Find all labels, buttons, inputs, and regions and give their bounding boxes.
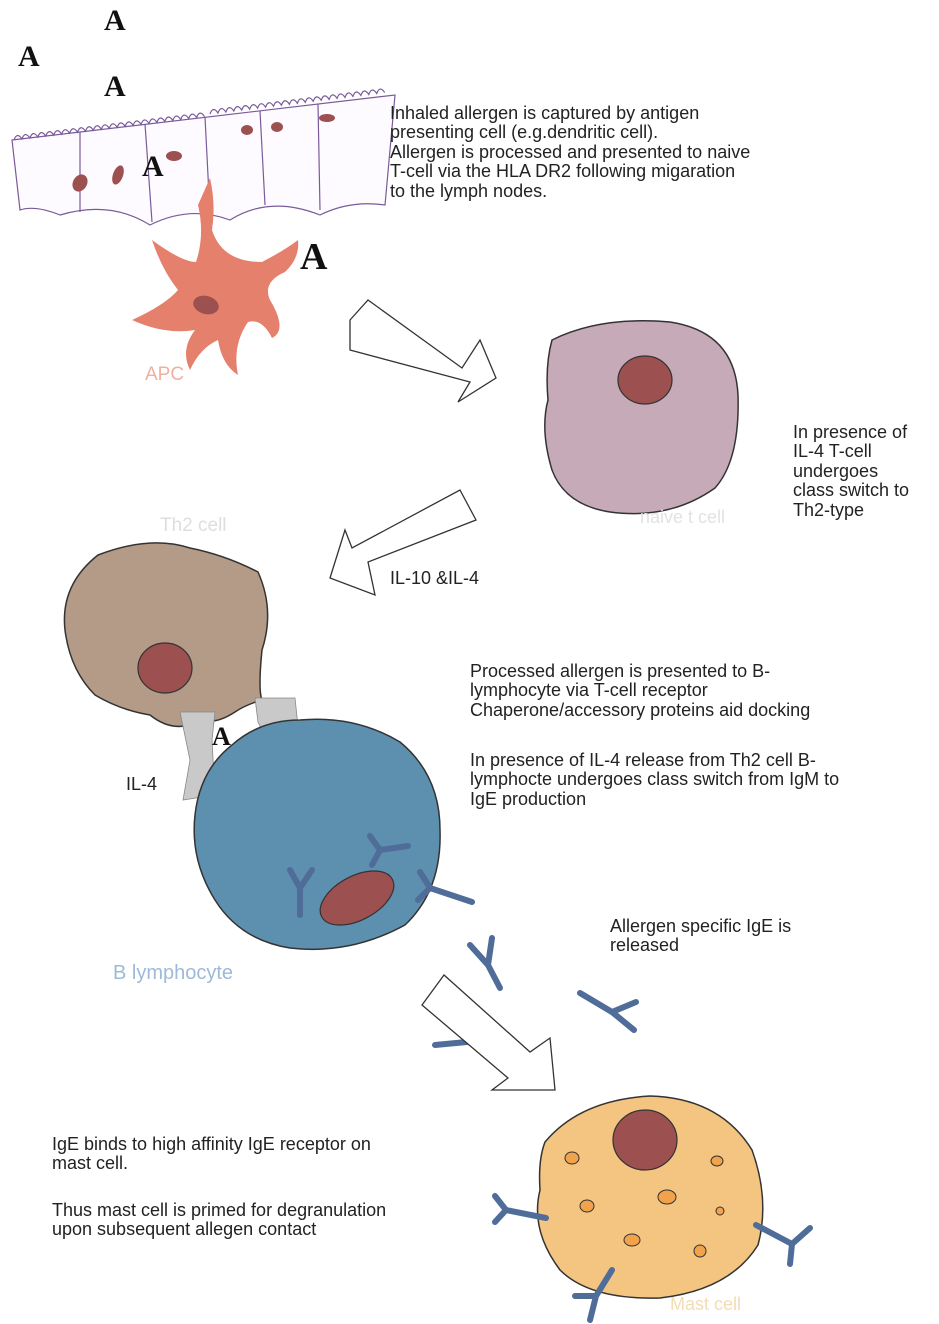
step5b-text: Thus mast cell is primed for degranulati…	[52, 1201, 386, 1240]
mast-cell-label: Mast cell	[670, 1294, 741, 1315]
step1-text: Inhaled allergen is captured by antigen …	[390, 104, 750, 201]
th2-cell-label: Th2 cell	[160, 515, 227, 537]
il10-il4-label: IL-10 &IL-4	[390, 568, 479, 589]
th2-cell	[64, 543, 267, 727]
arrow-apc-to-naive	[350, 300, 496, 402]
naive-t-cell	[545, 321, 738, 514]
arrow-b-to-mast	[422, 975, 555, 1090]
allergen-marker: A	[104, 70, 126, 104]
allergen-marker: A	[104, 4, 126, 38]
allergen-marker: A	[300, 235, 327, 279]
apc-label: APC	[145, 364, 184, 386]
allergen-marker: A	[212, 722, 231, 752]
mast-cell	[495, 1096, 810, 1320]
b-lymphocyte-label: B lymphocyte	[113, 962, 233, 985]
b-lymphocyte-cell	[194, 719, 440, 949]
naive-cell-label: naive t cell	[640, 507, 725, 528]
step5a-text: IgE binds to high affinity IgE receptor …	[52, 1135, 371, 1174]
step2-text: In presence of IL-4 T-cell undergoes cla…	[793, 423, 909, 520]
step4-text: Allergen specific IgE is released	[610, 917, 791, 956]
step3b-text: In presence of IL-4 release from Th2 cel…	[470, 751, 839, 809]
step3a-text: Processed allergen is presented to B- ly…	[470, 662, 810, 720]
allergen-marker: A	[18, 40, 40, 74]
allergen-marker: A	[142, 150, 164, 184]
il4-label: IL-4	[126, 774, 157, 795]
